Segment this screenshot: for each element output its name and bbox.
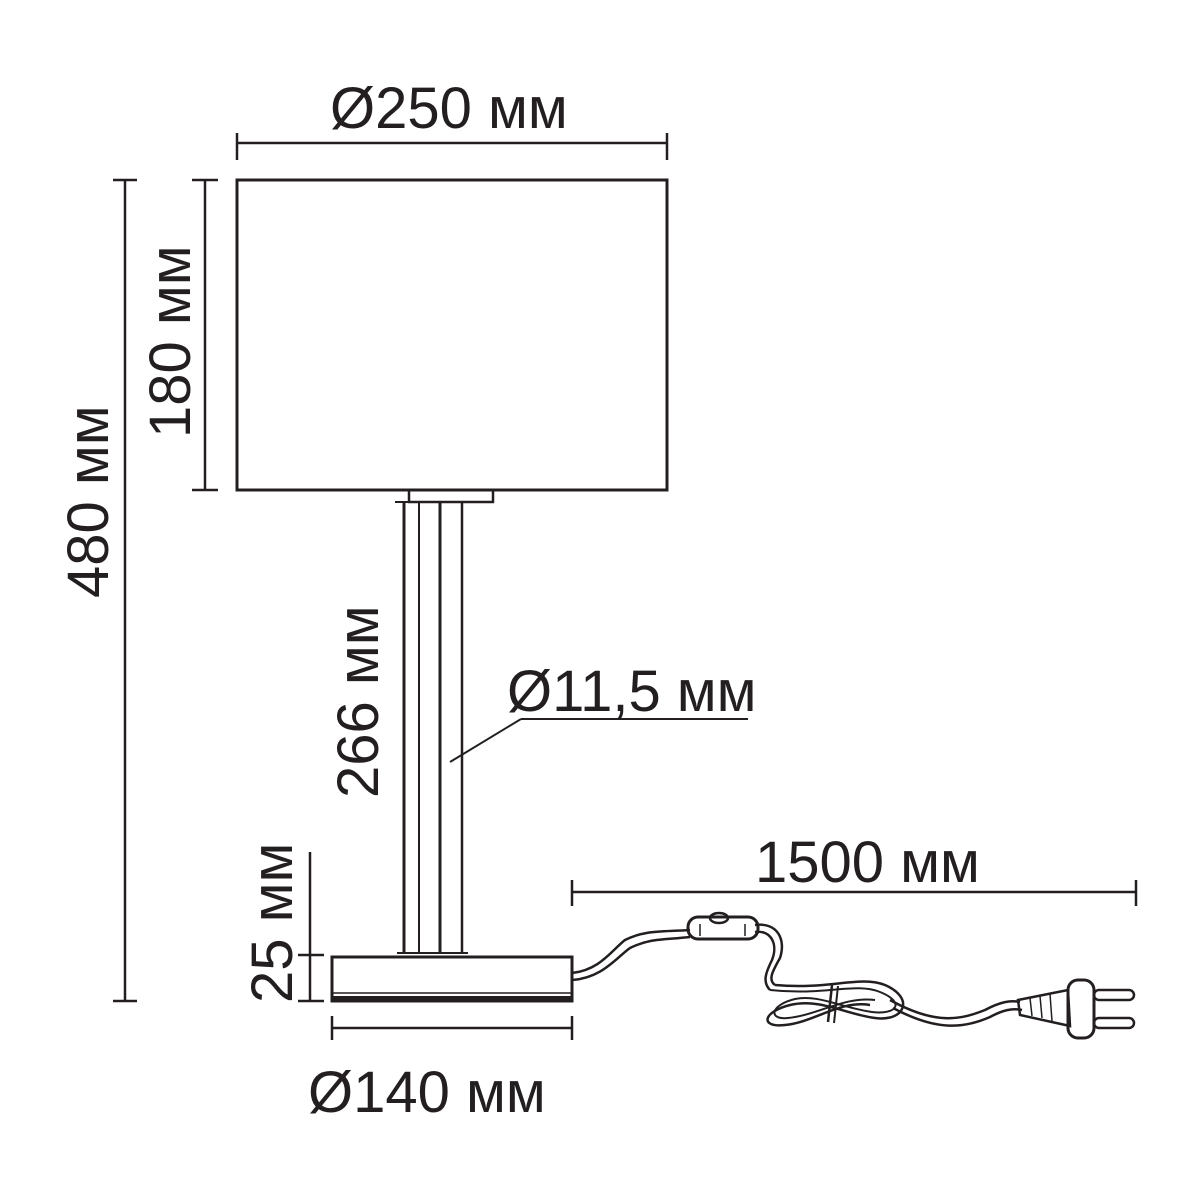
dim-base-diameter: Ø140 мм (308, 1016, 574, 1125)
label-shade-diameter: Ø250 мм (330, 76, 568, 141)
dim-total-height: 480 мм (56, 178, 137, 1003)
label-cord-length: 1500 мм (755, 830, 980, 895)
dim-shade-height: 180 мм (138, 178, 218, 492)
label-total-height: 480 мм (56, 405, 121, 598)
inline-switch (686, 911, 760, 941)
power-plug (1016, 978, 1136, 1040)
label-stem-length: 266 мм (326, 605, 391, 798)
shade-fitting (395, 488, 495, 504)
lamp-base (330, 955, 574, 1003)
power-cord (571, 923, 1023, 1027)
lamp-shade (235, 178, 669, 492)
label-base-diameter: Ø140 мм (308, 1060, 546, 1125)
dim-shade-diameter: Ø250 мм (235, 76, 669, 160)
dim-stem-length: 266 мм (326, 605, 391, 798)
dim-base-height: 25 мм (240, 843, 324, 1003)
lamp-stem (397, 502, 468, 954)
dim-cord-length: 1500 мм (570, 830, 1138, 906)
dim-stem-diameter: Ø11,5 мм (449, 659, 757, 763)
label-stem-diameter: Ø11,5 мм (507, 659, 757, 724)
label-shade-height: 180 мм (138, 245, 203, 438)
label-base-height: 25 мм (240, 843, 305, 1003)
